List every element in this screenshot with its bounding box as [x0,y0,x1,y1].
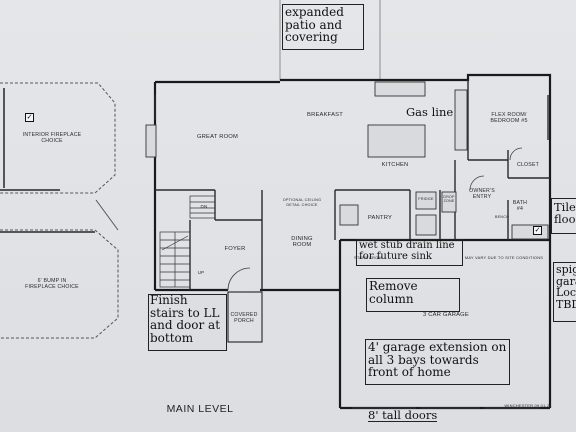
site-conditions-label: MAY VARY DUE TO SITE CONDITIONS [464,255,544,260]
bath-label: BATH #4 [512,200,528,212]
covered-porch-label: COVERED PORCH [230,312,258,324]
kitchen-fixtures [145,81,549,240]
interior-fireplace-label: INTERIOR FIREPLACE CHOICE [22,132,82,144]
drain-note: wet stub drain line for future sink [359,240,455,262]
patio-note-box [282,4,364,50]
steps-from-label: STEPS FROM [353,255,382,260]
drop-zone-label: DROP ZONE [443,195,455,203]
garage-extension-note: 4' garage extension on all 3 bays toward… [368,340,507,380]
spigot-note-box [553,262,576,322]
garage-label: 3 CAR GARAGE [423,312,469,318]
garage-extension-box [365,339,510,385]
tall-doors-note: 8' tall doors [368,408,438,423]
remove-column-box [366,278,460,312]
stairs-down-label: DN [200,204,208,209]
main-level-title: MAIN LEVEL [166,403,234,415]
breakfast-label: BREAKFAST [307,112,343,118]
gas-line-note: Gas line [406,105,454,119]
closet-label: CLOSET [517,162,539,168]
optional-ceiling-label: OPTIONAL CEILING DETAIL CHOICE [282,198,322,207]
plan-name-label: WINCHESTER 09.01.21 [504,403,552,408]
fridge-label: FRIDGE [418,197,434,201]
finish-stairs-box [148,294,227,351]
stairs-up-label: UP [197,270,205,275]
covered-porch-outline [227,291,263,343]
great-room-label: GREAT ROOM [196,134,239,140]
spigot-note: spig gara Loc TBD [556,264,576,311]
doors [154,95,549,291]
interior-fireplace-checkbox[interactable]: ✓ [25,113,34,122]
bath-option-checkbox[interactable]: ✓ [533,226,542,235]
interior-walls [155,80,550,290]
pantry-label: PANTRY [367,215,393,221]
kitchen-label: KITCHEN [381,162,409,168]
tile-floor-note: Tile floo [554,201,576,226]
remove-column-note: Remove column [369,279,418,306]
stairs [159,195,216,288]
fireplace-options-sketch [0,82,119,339]
owners-entry-label: OWNER'S ENTRY [469,188,495,200]
bump-fireplace-label: 6' BUMP IN FIREPLACE CHOICE [25,278,79,290]
tile-note-box [551,198,576,234]
finish-stairs-note: Finish stairs to LL and door at bottom [150,293,221,345]
patio-outline [279,0,381,80]
flex-room-label: FLEX ROOM/ BEDROOM #5 [490,112,528,124]
drain-note-box [356,239,463,266]
foyer-label: FOYER [224,246,246,252]
patio-note: expanded patio and covering [285,5,344,45]
dining-room-label: DINING ROOM [291,236,313,248]
bench-label: BENCH [494,215,510,219]
